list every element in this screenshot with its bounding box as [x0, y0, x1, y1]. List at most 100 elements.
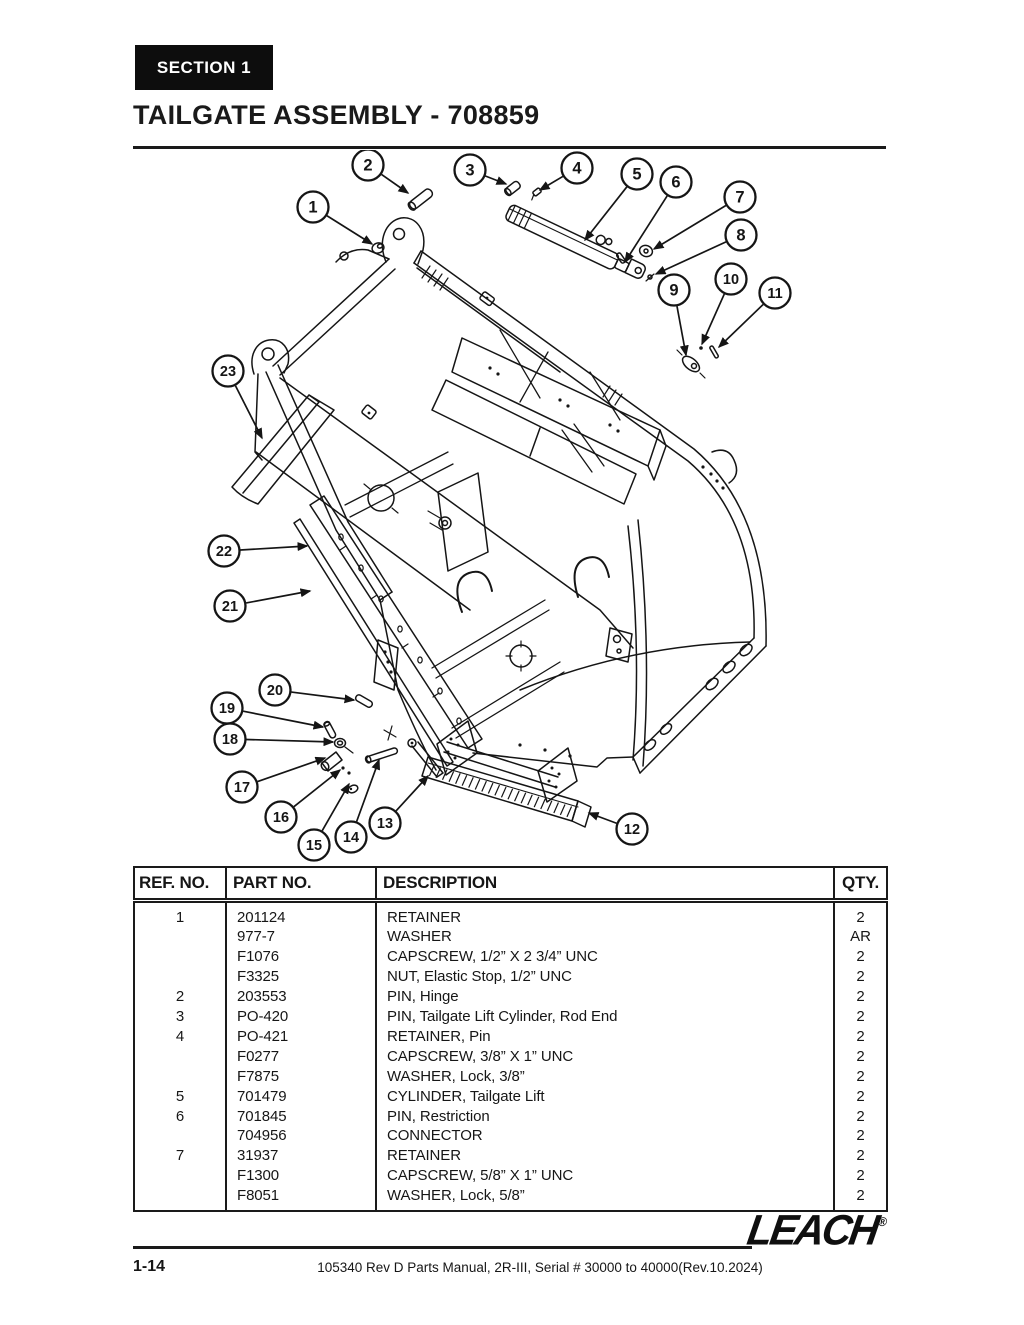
callout-balloon-1 [296, 190, 330, 224]
cell-ref [134, 1067, 226, 1087]
callout-leader-11 [717, 303, 764, 349]
callout-balloon-20 [258, 673, 292, 707]
callout-number-8: 8 [736, 227, 745, 245]
cell-qty: 2 [833, 900, 887, 928]
callout-leader-16 [293, 769, 342, 808]
callout-balloon-12 [615, 812, 649, 846]
callout-leader-6 [624, 195, 668, 264]
cell-part: PO-420 [225, 1007, 376, 1027]
cell-ref [134, 927, 226, 947]
registered-mark: ® [876, 1214, 888, 1229]
callout-balloon-16 [264, 800, 298, 834]
callout-leader-14 [355, 758, 380, 822]
cell-ref [134, 1047, 226, 1067]
cell-desc: RETAINER [375, 1146, 834, 1167]
callout-balloon-17 [225, 770, 259, 804]
callout-leader-19 [243, 710, 325, 730]
cell-part: 704956 [225, 1126, 376, 1147]
rivet-dots [341, 296, 725, 791]
callout-balloon-4 [560, 151, 594, 185]
cell-qty: 2 [833, 1086, 887, 1107]
callout-balloon-2 [351, 150, 385, 182]
cell-ref: 7 [175, 1147, 185, 1165]
cell-desc: RETAINER [375, 900, 834, 928]
cell-desc: PIN, Hinge [375, 987, 834, 1008]
cell-ref [134, 1126, 226, 1146]
cell-ref [134, 1186, 226, 1211]
cell-ref: 5 [175, 1087, 185, 1105]
cell-part: 701479 [225, 1086, 376, 1107]
callout-leader-7 [652, 204, 727, 250]
column-header-ref-no: REF. NO. [134, 867, 226, 903]
page-number: 1-14 [133, 1258, 166, 1275]
callout-leader-1 [326, 215, 374, 245]
callout-leader-12 [587, 812, 617, 825]
leach-logo-text: LEACH [744, 1206, 881, 1254]
cell-desc: PIN, Restriction [375, 1106, 834, 1127]
callout-number-5: 5 [632, 166, 641, 184]
callout-number-20: 20 [267, 683, 283, 699]
footer-rule [133, 1246, 752, 1249]
callout-number-17: 17 [234, 780, 250, 796]
callout-balloon-6 [659, 165, 693, 199]
callout-number-13: 13 [377, 816, 393, 832]
section-label: SECTION 1 [135, 45, 273, 90]
cell-part: F1076 [225, 947, 376, 968]
callout-balloon-5 [620, 157, 654, 191]
callout-number-12: 12 [624, 822, 640, 838]
cell-ref [134, 967, 226, 987]
page-title: TAILGATE ASSEMBLY - 708859 [133, 100, 540, 130]
cell-qty: 2 [833, 1046, 887, 1067]
cell-part: F7875 [225, 1066, 376, 1087]
callout-number-6: 6 [671, 174, 680, 192]
cell-part: F8051 [225, 1186, 376, 1212]
callout-leader-10 [701, 293, 726, 346]
callout-balloon-15 [297, 828, 331, 862]
callout-number-9: 9 [669, 282, 678, 300]
callout-balloon-3 [453, 153, 487, 187]
column-header-description: DESCRIPTION [375, 867, 834, 903]
cell-part: 701845 [225, 1106, 376, 1127]
callout-balloon-9 [657, 273, 691, 307]
cell-part: F1300 [225, 1166, 376, 1187]
cell-desc: CONNECTOR [375, 1126, 834, 1147]
title-rule [133, 146, 886, 149]
step-tread-hatch [428, 765, 573, 818]
callout-balloon-19 [210, 691, 244, 725]
callout-balloon-11 [758, 276, 792, 310]
callout-number-4: 4 [572, 160, 582, 178]
callout-number-21: 21 [222, 599, 238, 615]
callout-balloon-22 [207, 534, 241, 568]
cell-desc: RETAINER, Pin [375, 1026, 834, 1047]
cell-part: 977-7 [225, 927, 376, 948]
cell-qty: 2 [833, 967, 887, 988]
callout-leader-21 [246, 588, 312, 604]
callout-leader-8 [654, 241, 727, 275]
section-label-text: SECTION 1 [156, 57, 252, 77]
callout-number-19: 19 [219, 701, 235, 717]
callout-number-7: 7 [735, 189, 744, 207]
callout-leader-4 [538, 175, 564, 191]
callout-leader-20 [291, 691, 356, 704]
callout-number-2: 2 [363, 157, 372, 175]
manual-info-text: 105340 Rev D Parts Manual, 2R-III, Seria… [317, 1260, 763, 1275]
cell-desc: CAPSCREW, 5/8” X 1” UNC [375, 1166, 834, 1187]
leach-logo: LEACH® [744, 1206, 889, 1255]
callout-number-16: 16 [273, 810, 289, 826]
cell-qty: AR [833, 927, 887, 948]
cell-ref [134, 947, 226, 967]
cell-qty: 2 [833, 1166, 887, 1187]
cell-ref [134, 1166, 226, 1186]
cell-part: F3325 [225, 967, 376, 988]
